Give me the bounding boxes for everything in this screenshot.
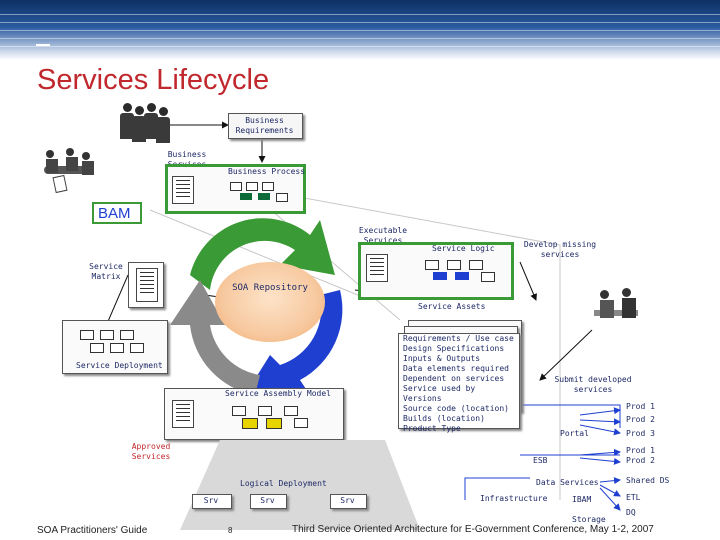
lifecycle-cycle xyxy=(170,218,343,395)
asset-item: Service used by xyxy=(403,384,476,393)
prod3-label: Prod 3 xyxy=(626,429,655,438)
etl-label: ETL xyxy=(626,493,641,502)
storage-label: Storage xyxy=(572,515,606,524)
asset-item: Dependent on services xyxy=(403,374,505,383)
service-flow-icon xyxy=(425,258,500,282)
cycle-arrow-green xyxy=(190,218,335,290)
develop-missing-label: Develop missing services xyxy=(523,240,597,259)
asset-item: Product Type xyxy=(403,424,461,433)
srv-box-2 xyxy=(250,494,287,509)
process-flow-icon xyxy=(230,180,290,202)
document-icon xyxy=(172,176,194,204)
asset-item: Builds (location) xyxy=(403,414,485,423)
infrastructure-label: Infrastructure xyxy=(480,494,548,503)
asset-item: Source code (location) xyxy=(403,404,509,413)
approved-services-label: Approved Services xyxy=(131,442,171,461)
prod1-label-a: Prod 1 xyxy=(626,402,655,411)
footer-conference: Third Service Oriented Architecture for … xyxy=(292,524,654,535)
prod1-label-b: Prod 1 xyxy=(626,446,655,455)
esb-label: ESB xyxy=(533,456,548,465)
service-matrix-label: Service Matrix xyxy=(89,262,123,281)
srv-box-1 xyxy=(192,494,232,509)
header-accent xyxy=(36,44,50,46)
bam-badge: BAM xyxy=(92,202,142,224)
asset-list: Requirements / Use case Design Specifica… xyxy=(403,334,514,434)
header-banner xyxy=(0,0,720,60)
page-title: Services Lifecycle xyxy=(37,64,270,96)
srv-label-3: Srv xyxy=(340,496,355,505)
meeting-people-icon xyxy=(40,148,100,194)
footer-guide: SOA Practitioners' Guide xyxy=(37,525,148,536)
business-requirements-label: Business Requirements xyxy=(235,116,294,135)
ibam-label: IBAM xyxy=(572,495,592,504)
matrix-document-icon xyxy=(136,268,158,302)
service-assets-label: Service Assets xyxy=(418,302,486,311)
asset-item: Data elements required xyxy=(403,364,509,373)
logical-deployment-label: Logical Deployment xyxy=(240,479,327,488)
data-services-label: Data Services xyxy=(536,478,599,487)
deployment-flow-icon xyxy=(80,328,150,356)
cycle-arrow-gray xyxy=(170,280,260,395)
business-requirements-box xyxy=(228,113,303,139)
asset-item: Design Specifications xyxy=(403,344,505,353)
submit-developed-label: Submit developed services xyxy=(554,375,632,394)
developers-icon xyxy=(590,288,650,328)
srv-box-3 xyxy=(330,494,367,509)
service-assembly-box xyxy=(164,388,344,440)
prod2-label-a: Prod 2 xyxy=(626,415,655,424)
asset-item: Requirements / Use case xyxy=(403,334,514,343)
srv-label-2: Srv xyxy=(260,496,275,505)
shared-ds-label: Shared DS xyxy=(626,476,670,485)
srv-label-1: Srv xyxy=(203,496,219,505)
asset-item: Inputs & Outputs xyxy=(403,354,481,363)
service-assets-card xyxy=(398,333,520,429)
service-document-icon xyxy=(366,254,388,282)
portal-label: Portal xyxy=(560,429,589,438)
service-deployment-label: Service Deployment xyxy=(76,361,163,370)
service-assembly-label: Service Assembly Model xyxy=(225,389,331,398)
footer-page-number: 8 xyxy=(228,526,233,535)
soa-repository-label: SOA Repository xyxy=(232,283,308,293)
cycle-arrow-blue xyxy=(245,290,343,395)
assembly-flow-icon xyxy=(232,404,322,430)
asset-item: Versions xyxy=(403,394,442,403)
business-process-label: Business Process xyxy=(228,167,306,176)
prod2-label-b: Prod 2 xyxy=(626,456,655,465)
executable-services-label: Executable Services xyxy=(358,226,408,245)
dq-label: DQ xyxy=(626,508,636,517)
assembly-document-icon xyxy=(172,400,194,428)
service-logic-label: Service Logic xyxy=(432,244,495,253)
soa-repository-ellipse xyxy=(215,262,325,342)
